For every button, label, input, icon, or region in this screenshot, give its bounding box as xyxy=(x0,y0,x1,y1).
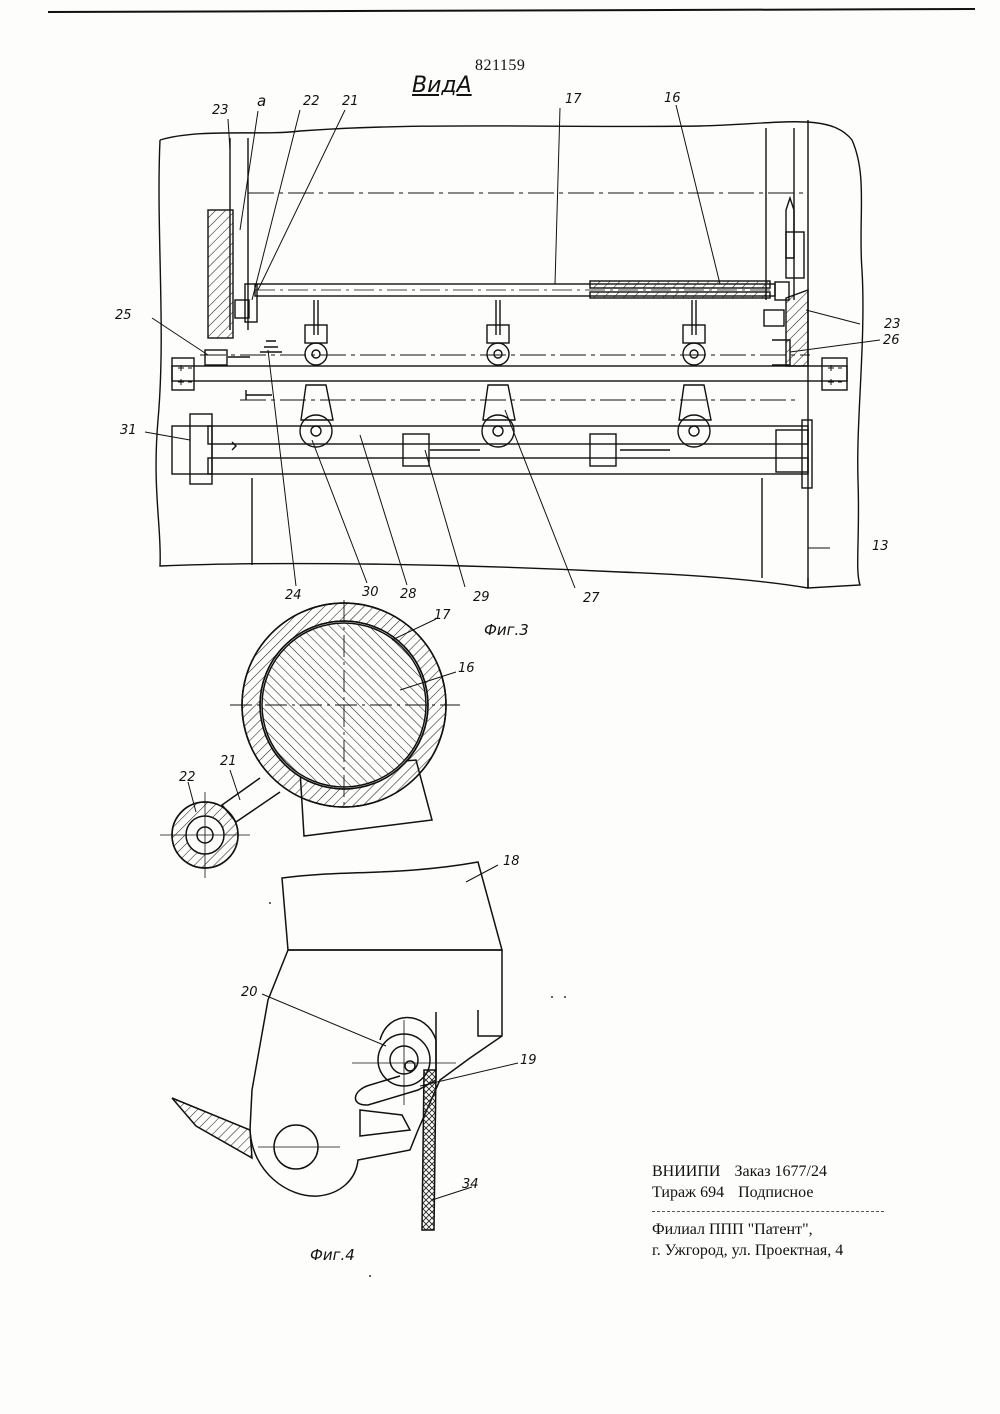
fig3-label: 22 xyxy=(303,95,320,108)
fig3-label: 23 xyxy=(884,318,901,331)
patent-number: 821159 xyxy=(475,57,525,75)
fig4-label: 34 xyxy=(462,1178,479,1191)
fig4-label: 20 xyxy=(241,986,258,999)
cross-section-drawing xyxy=(160,600,460,878)
imprint-run: Тираж 694 xyxy=(652,1184,724,1201)
fig3-drawing xyxy=(145,105,880,588)
fig3-label: 31 xyxy=(120,424,137,437)
imprint-order: Заказ 1677/24 xyxy=(734,1163,827,1180)
fig3-label: 28 xyxy=(400,588,417,601)
fig3-label: 23 xyxy=(212,104,229,117)
fig3-label: 29 xyxy=(473,591,490,604)
fig3-label: 30 xyxy=(362,586,379,599)
fig3-label: 24 xyxy=(285,589,302,602)
fig3-label: 27 xyxy=(583,592,600,605)
fig4-drawing xyxy=(172,862,518,1230)
fig3-label: a xyxy=(257,94,266,109)
fig3-label: 17 xyxy=(565,93,582,106)
fig4-label: 18 xyxy=(503,855,520,868)
fig4-caption: Фиг.4 xyxy=(310,1246,355,1264)
fig3-label: 25 xyxy=(115,309,132,322)
imprint-subscription: Подписное xyxy=(738,1184,813,1201)
imprint-branch: Филиал ППП "Патент", xyxy=(652,1219,884,1240)
fig3-caption: Фиг.3 xyxy=(484,621,529,639)
fig3-label: 21 xyxy=(342,95,359,108)
imprint-block: ВНИИПИ Заказ 1677/24 Тираж 694 Подписное Ф… xyxy=(652,1161,884,1261)
imprint-address: г. Ужгород, ул. Проектная, 4 xyxy=(652,1240,884,1261)
fig4-label: 19 xyxy=(520,1054,537,1067)
fig3-label: 26 xyxy=(883,334,900,347)
section-label: 16 xyxy=(458,662,475,675)
fig3-label: 13 xyxy=(872,540,889,553)
imprint-org: ВНИИПИ xyxy=(652,1163,720,1180)
section-label: 22 xyxy=(179,771,196,784)
fig3-label: 16 xyxy=(664,92,681,105)
section-label: 21 xyxy=(220,755,237,768)
view-title: ВидА xyxy=(412,73,472,98)
imprint-divider xyxy=(652,1211,884,1212)
section-label: 17 xyxy=(434,609,451,622)
